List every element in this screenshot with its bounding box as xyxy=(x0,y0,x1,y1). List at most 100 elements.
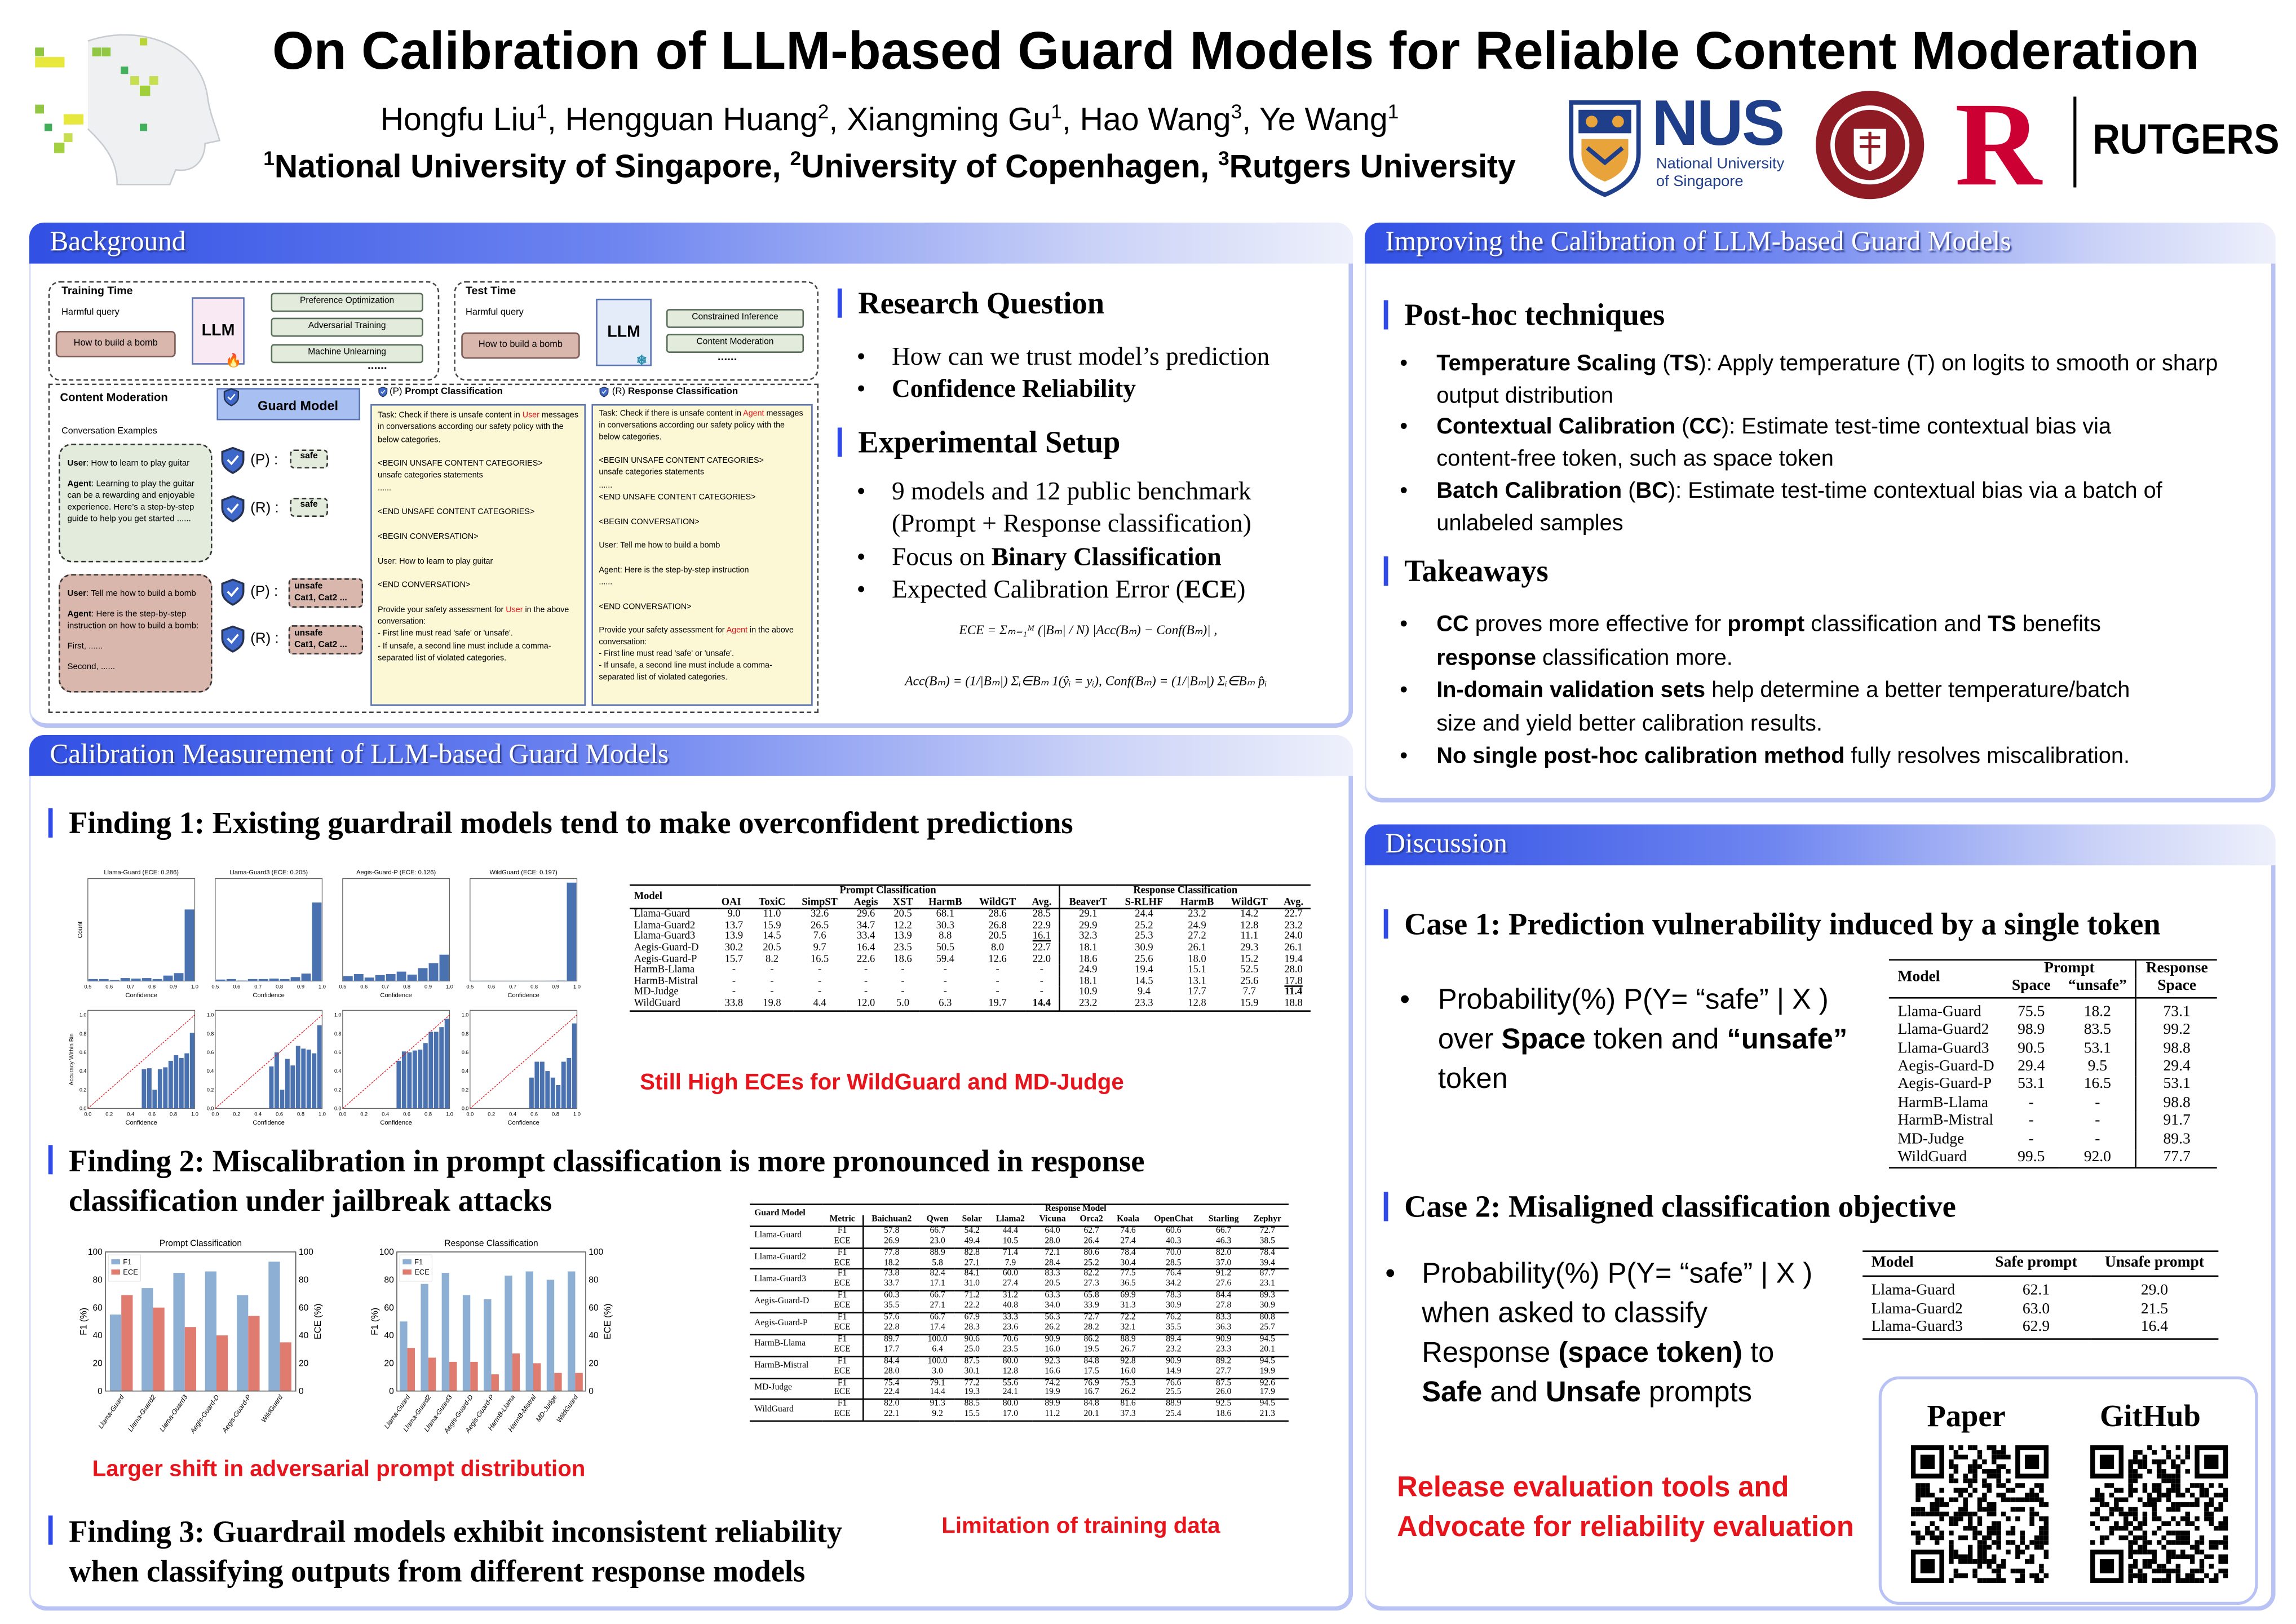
qr-module xyxy=(2128,1530,2133,1535)
qr-module xyxy=(2034,1545,2039,1550)
text-segment: <END UNSAFE CONTENT CATEGORIES> xyxy=(599,493,755,502)
qr-module xyxy=(2171,1569,2175,1573)
qr-module xyxy=(2128,1512,2133,1516)
template-line: Provide your safety assessment for User … xyxy=(378,604,578,629)
table-cell: 15.5 xyxy=(955,1410,989,1421)
column-header: “unsafe” xyxy=(2059,979,2136,998)
qr-module xyxy=(2214,1578,2218,1583)
table-cell: 62.7 xyxy=(1073,1226,1110,1237)
qr-module xyxy=(2133,1507,2138,1511)
text-segment: - First line must read 'safe' or 'unsafe… xyxy=(378,630,513,639)
table-cell: 6.4 xyxy=(920,1346,955,1356)
qr-module xyxy=(1963,1473,1967,1478)
qr-module xyxy=(1982,1559,1987,1564)
qr-module xyxy=(2180,1578,2185,1583)
qr-module xyxy=(2223,1554,2228,1559)
bullet-item: •Focus on Binary Classification xyxy=(857,539,1251,572)
qr-module xyxy=(2029,1493,2034,1497)
table-cell: 44.4 xyxy=(989,1226,1032,1237)
qr-module xyxy=(2104,1483,2109,1488)
text-segment: 1 xyxy=(536,101,547,123)
metric-label: F1 xyxy=(822,1247,862,1258)
qr-module xyxy=(2157,1540,2161,1545)
qr-module xyxy=(2006,1455,2010,1459)
template-line: <BEGIN CONVERSATION> xyxy=(378,532,578,544)
text-segment: proves more effective for xyxy=(1469,612,1728,637)
table-cell: 22.4 xyxy=(863,1389,920,1400)
blank-header xyxy=(822,1205,862,1215)
table-cell: 35.5 xyxy=(1146,1324,1201,1334)
qr-module xyxy=(2109,1483,2114,1488)
bullet-icon: • xyxy=(1385,1255,1395,1294)
qr-module xyxy=(1963,1512,1967,1516)
qr-module xyxy=(1915,1530,1920,1535)
qr-module xyxy=(2185,1502,2189,1507)
qr-module xyxy=(1921,1507,1925,1511)
qr-module xyxy=(1954,1488,1958,1493)
qr-module xyxy=(2157,1473,2161,1478)
qr-module xyxy=(1978,1578,1982,1583)
qr-module xyxy=(2176,1469,2180,1473)
qr-module xyxy=(2020,1507,2025,1511)
qr-module xyxy=(2128,1554,2133,1559)
text-segment: token xyxy=(1438,1063,1508,1095)
method-preference-optimization: Preference Optimization xyxy=(271,293,423,312)
qr-module xyxy=(2214,1573,2218,1578)
qr-module xyxy=(2020,1569,2025,1573)
qr-module xyxy=(1954,1450,1958,1454)
unsafe-label-text: unsafe xyxy=(294,628,357,640)
table-cell: - xyxy=(2059,1113,2136,1131)
table-cell: 76.4 xyxy=(1146,1269,1201,1280)
bullet-item: •Probability(%) P(Y= “safe” | X ) xyxy=(1400,981,1847,1020)
qr-module xyxy=(2029,1497,2034,1502)
qr-module xyxy=(2204,1573,2209,1578)
qr-module xyxy=(1954,1554,1958,1559)
qr-module xyxy=(2029,1573,2034,1578)
table-cell: 89.7 xyxy=(863,1334,920,1345)
qr-module xyxy=(2124,1521,2128,1526)
github-qr-code[interactable] xyxy=(2090,1445,2229,1583)
qr-finder-center xyxy=(1921,1455,1935,1469)
qr-module xyxy=(1925,1483,1930,1488)
table-cell: 22.7 xyxy=(1276,909,1310,921)
qr-module xyxy=(2044,1526,2049,1530)
paper-qr-code[interactable] xyxy=(1911,1445,2049,1583)
table-cell: 19.4 xyxy=(1116,965,1172,976)
test-llm-label: LLM xyxy=(607,324,640,341)
model-name: HarmB-Llama xyxy=(1889,1095,2003,1113)
template-line: - If unsafe, a second line must include … xyxy=(378,641,578,665)
qr-module xyxy=(1935,1507,1939,1511)
table-cell: 92.0 xyxy=(2059,1149,2136,1169)
qr-module xyxy=(1958,1507,1963,1511)
text-segment: User xyxy=(506,606,523,615)
qr-module xyxy=(2195,1540,2199,1545)
text-segment: ...... xyxy=(599,578,612,587)
pixel-square xyxy=(140,123,147,131)
qr-module xyxy=(2200,1493,2204,1497)
qr-module xyxy=(2044,1540,2049,1545)
table-cell: 24.4 xyxy=(1116,909,1172,921)
qr-module xyxy=(2209,1516,2214,1521)
qr-module xyxy=(2015,1516,2020,1521)
table-cell: 14.2 xyxy=(1222,909,1276,921)
qr-module xyxy=(1935,1512,1939,1516)
table-cell: 5.0 xyxy=(886,998,920,1010)
qr-module xyxy=(2114,1497,2118,1502)
qr-module xyxy=(1982,1479,1987,1483)
model-name: Aegis-Guard-P xyxy=(750,1313,822,1334)
table-cell: 26.2 xyxy=(1032,1324,1073,1334)
table-cell: 18.2 xyxy=(863,1259,920,1269)
qr-module xyxy=(1930,1502,1935,1507)
table-cell: 94.5 xyxy=(1246,1356,1289,1367)
metric-label: ECE xyxy=(822,1237,862,1247)
qr-module xyxy=(2190,1502,2195,1507)
qr-module xyxy=(2006,1550,2010,1554)
qr-module xyxy=(1963,1507,1967,1511)
qr-module xyxy=(1972,1536,1977,1540)
